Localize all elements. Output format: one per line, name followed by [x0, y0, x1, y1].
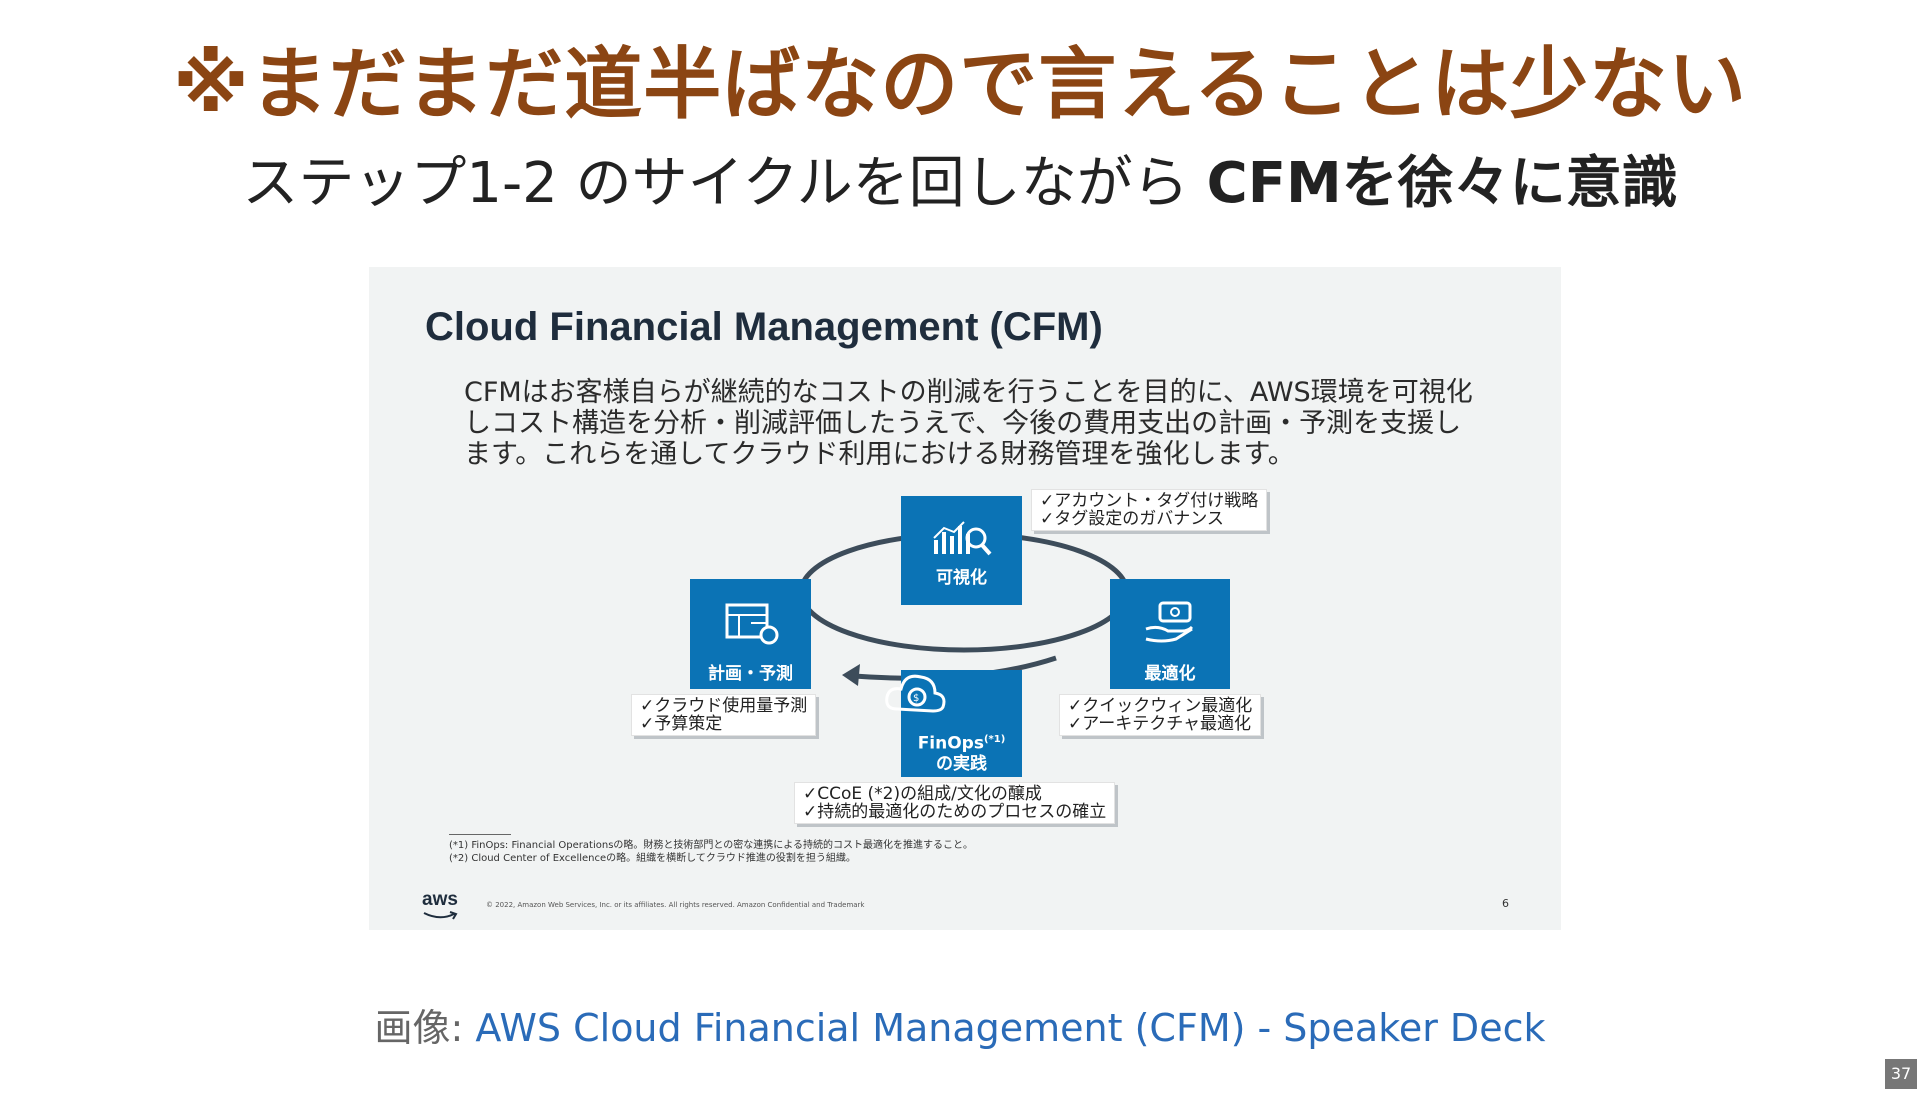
cycle-box-finops: FinOps(*1) の実践	[901, 670, 1022, 777]
hand-money-icon	[1145, 601, 1194, 643]
slide-page-number: 6	[1502, 897, 1509, 910]
footnote-2: (*2) Cloud Center of Excellenceの略。組織を横断し…	[449, 853, 856, 864]
finops-notes: ✓CCoE (*2)の組成/文化の醸成 ✓持続的最適化のためのプロセスの確立	[794, 782, 1116, 824]
image-credit: 画像: AWS Cloud Financial Management (CFM)…	[0, 997, 1920, 1052]
optimize-notes: ✓クイックウィン最適化 ✓アーキテクチャ最適化	[1059, 694, 1262, 736]
footnote-divider	[449, 834, 511, 835]
aws-logo: aws	[422, 889, 458, 920]
credit-label: 画像:	[374, 1006, 476, 1050]
plan-note-1: ✓クラウド使用量予測	[640, 696, 808, 716]
visualize-notes: ✓アカウント・タグ付け戦略 ✓タグ設定のガバナンス	[1031, 489, 1268, 531]
aws-smile-icon	[423, 911, 458, 920]
finops-label: FinOps	[917, 733, 984, 754]
cycle-label-finops: FinOps(*1) の実践	[901, 730, 1022, 774]
footnote-1: (*1) FinOps: Financial Operationsの略。財務と技…	[449, 840, 974, 851]
chart-magnifier-icon	[932, 521, 991, 556]
finops-note-1: ✓CCoE (*2)の組成/文化の醸成	[803, 784, 1042, 804]
optimize-note-2: ✓アーキテクチャ最適化	[1068, 714, 1252, 734]
optimize-note-1: ✓クイックウィン最適化	[1068, 696, 1253, 716]
headline: ※まだまだ道半ばなので言えることは少ない	[173, 40, 1747, 130]
slide-description: CFMはお客様自らが継続的なコストの削減を行うことを目的に、AWS環境を可視化し…	[464, 377, 1473, 470]
cycle-label-visualize: 可視化	[936, 568, 987, 588]
subtitle-normal: ステップ1-2 のサイクルを回しながら	[242, 151, 1189, 216]
cloud-gear-icon: $	[885, 674, 946, 713]
plan-notes: ✓クラウド使用量予測 ✓予算策定	[631, 694, 817, 736]
speaker-deck-link[interactable]: AWS Cloud Financial Management (CFM) - S…	[475, 1006, 1546, 1050]
visualize-note-1: ✓アカウント・タグ付け戦略	[1040, 491, 1259, 511]
slide-copyright: © 2022, Amazon Web Services, Inc. or its…	[486, 901, 865, 909]
finops-note-2: ✓持続的最適化のためのプロセスの確立	[803, 802, 1107, 822]
plan-note-2: ✓予算策定	[640, 714, 723, 734]
aws-logo-text: aws	[422, 889, 458, 910]
slide-title: Cloud Financial Management (CFM)	[425, 305, 1103, 349]
subtitle: ステップ1-2 のサイクルを回しながら CFMを徐々に意識	[0, 138, 1920, 219]
visualize-note-2: ✓タグ設定のガバナンス	[1040, 509, 1224, 529]
embedded-slide-image: Cloud Financial Management (CFM) CFMはお客様…	[369, 267, 1561, 930]
blueprint-gear-icon	[725, 603, 778, 645]
svg-text:$: $	[913, 693, 919, 704]
cycle-label-optimize: 最適化	[1144, 664, 1196, 684]
finops-label-practice: の実践	[936, 753, 987, 774]
cycle-box-plan: 計画・予測	[690, 579, 811, 689]
cycle-box-optimize: 最適化	[1110, 579, 1230, 689]
slide-footnotes: (*1) FinOps: Financial Operationsの略。財務と技…	[449, 839, 973, 865]
cycle-label-plan: 計画・予測	[708, 664, 793, 684]
cycle-box-visualize: 可視化	[901, 496, 1022, 605]
subtitle-bold: CFMを徐々に意識	[1206, 151, 1678, 216]
finops-footnote-mark: (*1)	[983, 734, 1006, 745]
page-number: 37	[1885, 1059, 1917, 1089]
